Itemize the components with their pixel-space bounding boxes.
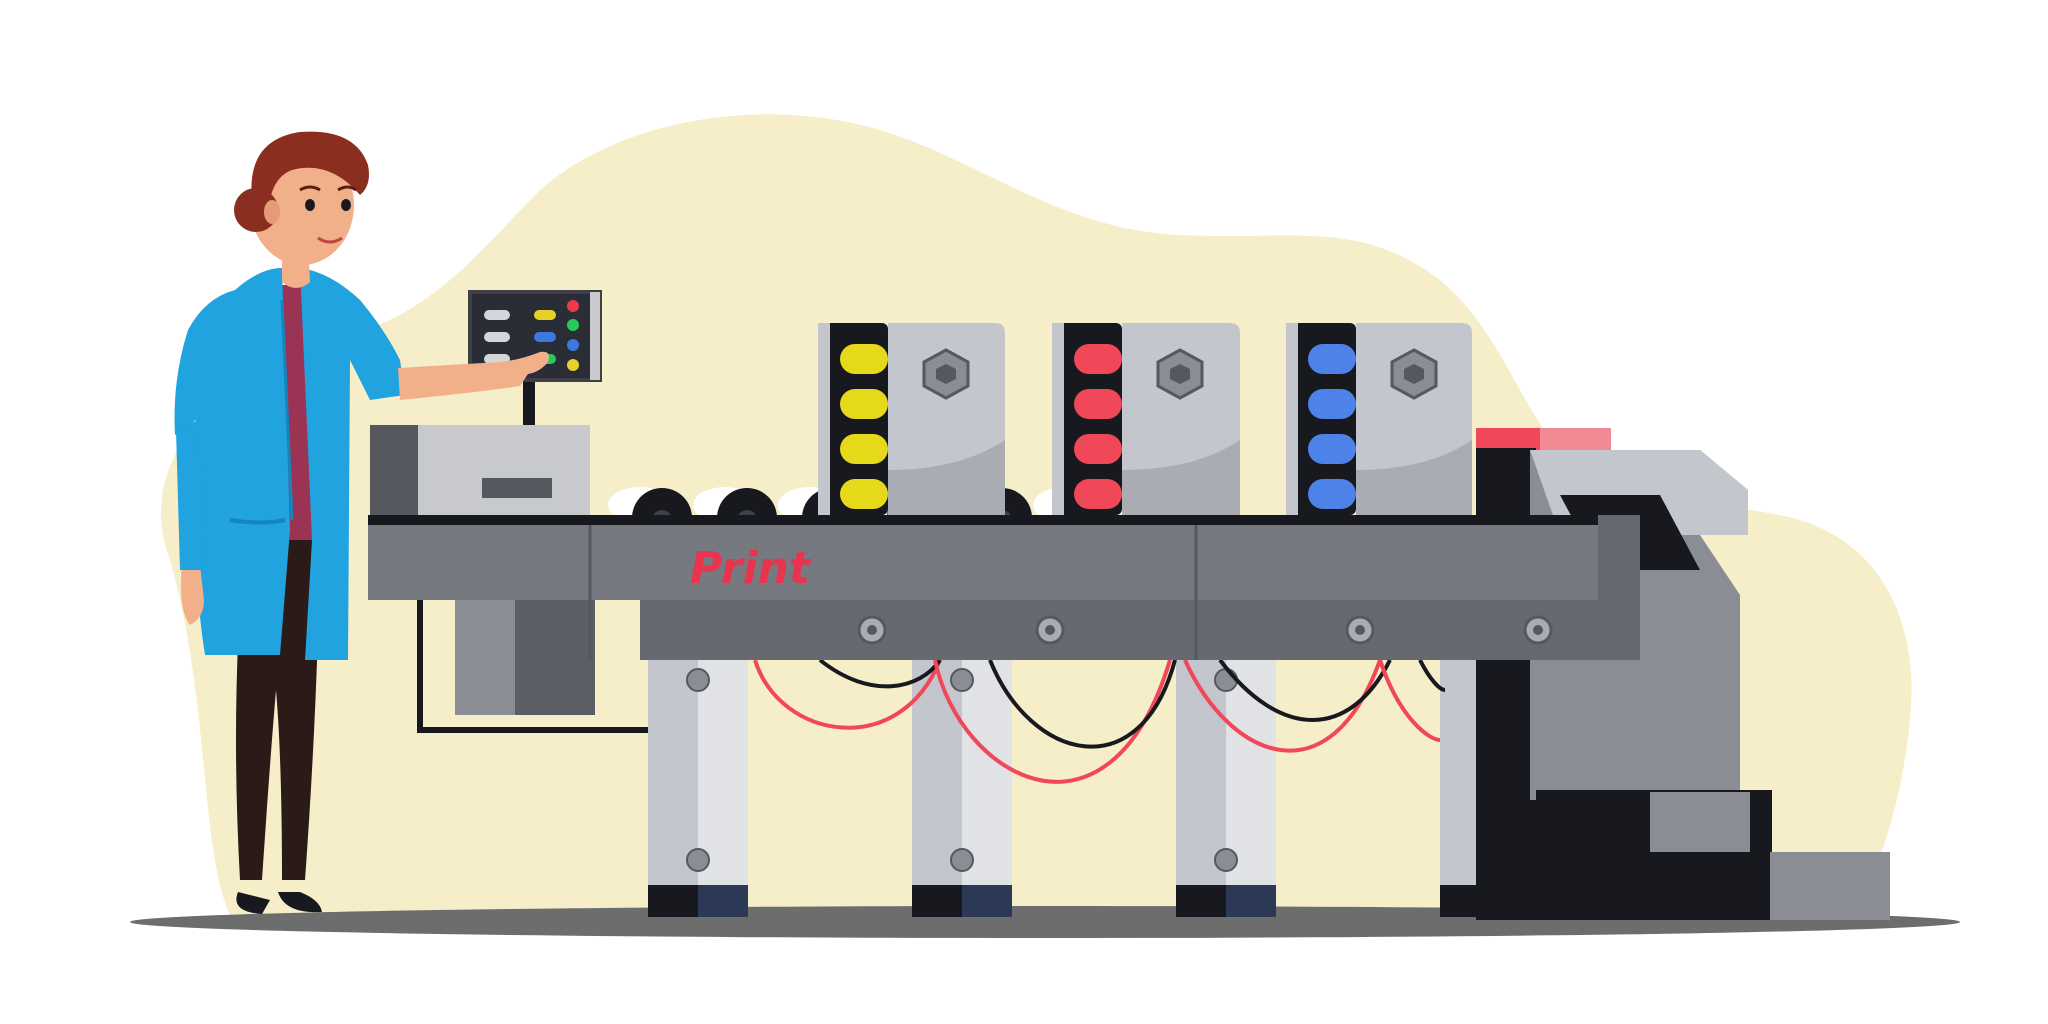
ink-unit-red — [1052, 323, 1240, 515]
coat-pocket — [229, 518, 286, 525]
lab-coat-right — [300, 268, 405, 660]
machine-legs — [648, 660, 1540, 917]
feeder-upper-box-shade — [370, 425, 418, 520]
cables — [753, 658, 1446, 784]
panel-button-2[interactable] — [484, 332, 510, 342]
ink-unit-yellow — [818, 323, 1005, 515]
left-eye — [305, 199, 315, 211]
feeder-lower-box-shade — [515, 600, 595, 715]
panel-light-green — [567, 319, 579, 331]
machine-label: Print — [690, 543, 812, 594]
right-forearm — [398, 351, 549, 400]
panel-button-yellow[interactable] — [534, 310, 556, 320]
left-shoe — [236, 892, 270, 914]
left-sleeve — [176, 420, 206, 570]
ear — [264, 200, 280, 224]
right-eye — [341, 199, 351, 211]
mouth — [317, 236, 343, 244]
panel-light-blue — [567, 339, 579, 351]
left-brow — [299, 185, 321, 192]
panel-button-1[interactable] — [484, 310, 510, 320]
feeder-stand — [417, 600, 650, 733]
control-panel-side — [590, 292, 600, 380]
panel-button-blue[interactable] — [534, 332, 556, 342]
ink-unit-blue — [1286, 323, 1472, 515]
conveyor-body — [368, 515, 1640, 660]
panel-button-3[interactable] — [484, 354, 510, 364]
right-brow — [337, 185, 357, 192]
panel-light-yellow — [567, 359, 579, 371]
body-bolts — [857, 615, 1553, 645]
coat-fold — [280, 299, 294, 521]
left-hand — [181, 565, 204, 625]
operator-person — [174, 131, 549, 914]
feeder-slot — [482, 478, 552, 498]
hair — [251, 131, 369, 218]
panel-light-red — [567, 300, 579, 312]
control-panel-pole — [523, 370, 535, 430]
right-shoe — [278, 892, 322, 913]
